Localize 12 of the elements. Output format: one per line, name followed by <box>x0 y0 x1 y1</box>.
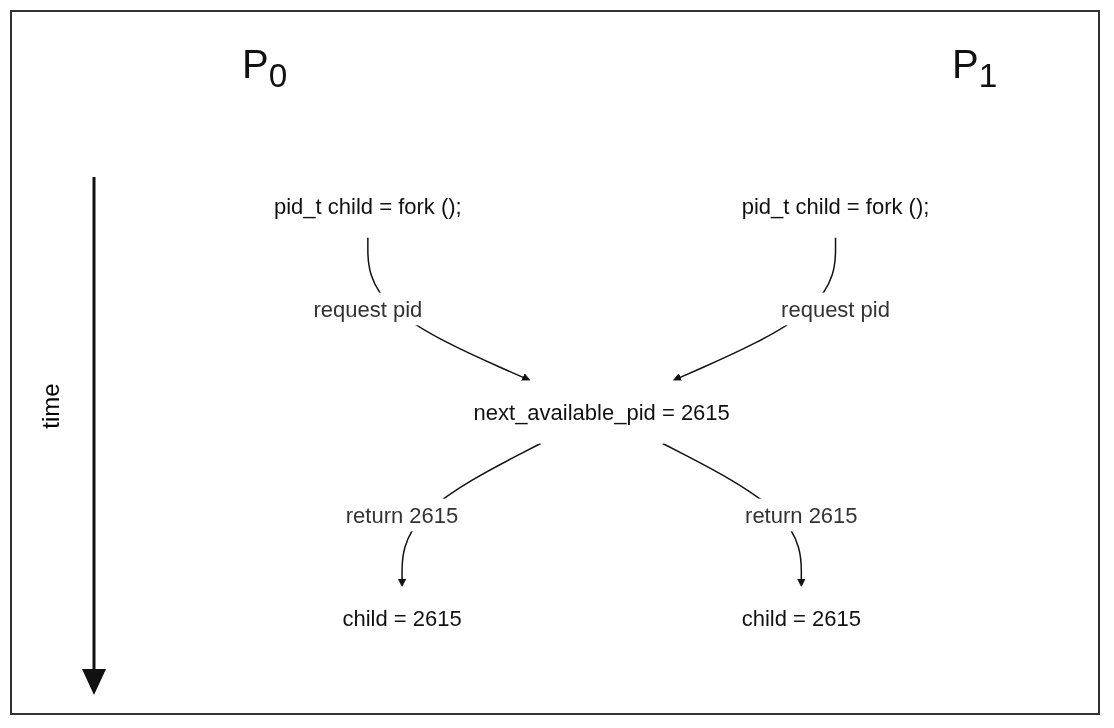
edge-label: return 2615 <box>346 502 459 528</box>
axis-label: time <box>36 383 65 429</box>
edge-label: request pid <box>313 296 423 322</box>
process-label: P$_{0}$ <box>242 42 288 95</box>
node-text: child = 2615 <box>342 605 462 631</box>
edge-label: return 2615 <box>745 502 858 528</box>
node-text: child = 2615 <box>742 605 862 631</box>
node-text: pid_t child = fork (); <box>742 193 930 219</box>
edge-label: request pid <box>781 296 891 322</box>
process-label: P$_{1}$ <box>952 42 998 95</box>
node-text: pid_t child = fork (); <box>274 193 462 219</box>
node-text: next_available_pid = 2615 <box>473 399 731 425</box>
